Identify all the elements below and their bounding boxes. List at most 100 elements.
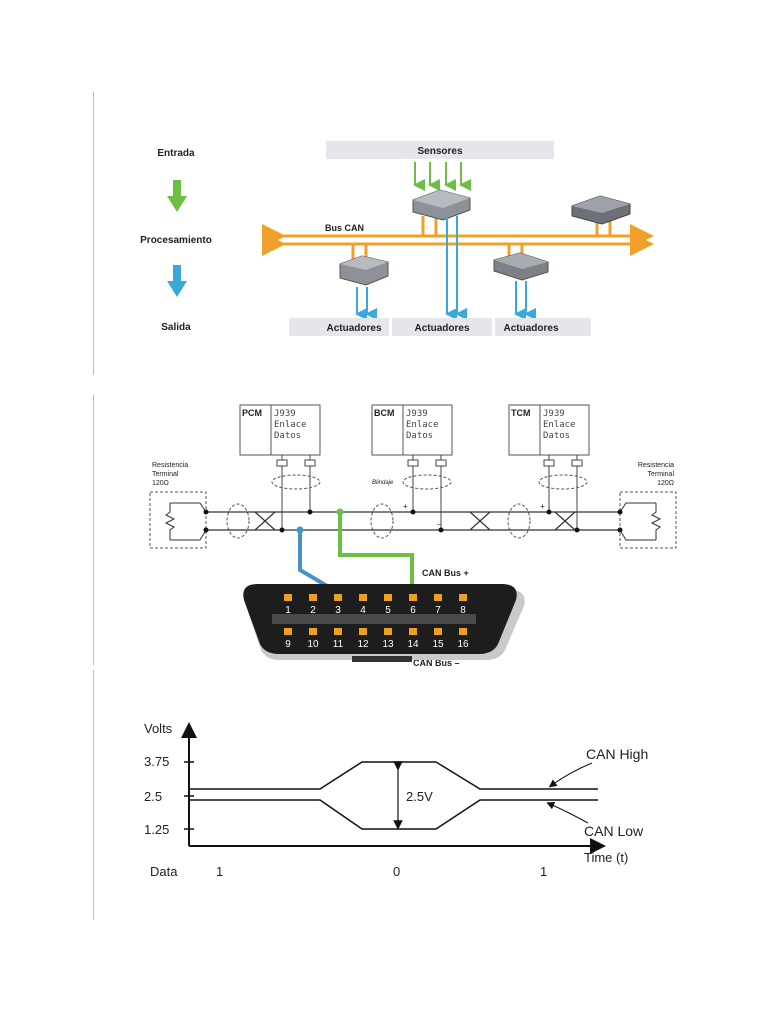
- obd-pin-6: [409, 594, 417, 601]
- shield-label: Blindaje: [372, 480, 394, 486]
- obd-pin-label-9: 9: [285, 639, 291, 650]
- y-tick-marks: [184, 761, 194, 830]
- left-margin-line-top: [93, 92, 94, 375]
- sensors-label: Sensores: [417, 146, 462, 157]
- module-tcm-name: TCM: [511, 408, 531, 418]
- obd-pin-label-3: 3: [335, 605, 341, 616]
- can-high-junction: [336, 508, 344, 516]
- obd-pin-14: [409, 628, 417, 635]
- y-tick-3-75: 3.75: [144, 754, 169, 769]
- obd-pin-15: [434, 628, 442, 635]
- terminal-left-line3: 120Ω: [152, 480, 169, 487]
- differential-label: 2.5V: [406, 789, 433, 804]
- actuator-bar-2: [392, 318, 492, 336]
- terminal-right-line2: Terminal: [648, 471, 675, 478]
- module-bcm-line2: Enlace: [406, 420, 439, 430]
- obd-pin-11: [334, 628, 342, 635]
- obd-pin-label-1: 1: [285, 605, 291, 616]
- obd-pin-13: [384, 628, 392, 635]
- plus-sign-right: +: [540, 502, 545, 511]
- obd-pin-label-2: 2: [310, 605, 316, 616]
- data-bit-1b: 1: [540, 864, 547, 879]
- twisted-pair-bus: [205, 511, 620, 531]
- terminal-left-line2: Terminal: [152, 471, 179, 478]
- ecu-module-sensor-hub: [412, 189, 471, 221]
- actuator-label-3: Actuadores: [503, 323, 558, 334]
- left-margin-line-bottom: [93, 670, 94, 920]
- module-pcm-line1: J939: [274, 409, 296, 419]
- module-tcm-line2: Enlace: [543, 420, 576, 430]
- can-bus-lines: [262, 224, 654, 256]
- ecu-drop-lines: [351, 216, 612, 262]
- wiring-diagram: PCM J939 Enlace Datos BCM J939 Enlace Da…: [149, 404, 677, 668]
- minus-sign: –: [437, 520, 442, 529]
- terminal-left-line1: Resistencia: [152, 462, 188, 469]
- obd-pin-3: [334, 594, 342, 601]
- obd-pin-label-4: 4: [360, 605, 366, 616]
- label-salida: Salida: [161, 322, 191, 333]
- plus-sign: +: [403, 502, 408, 511]
- obd-pin-4: [359, 594, 367, 601]
- can-high-pointer: [548, 762, 593, 788]
- data-bit-1: 1: [216, 864, 223, 879]
- obd-pin-label-10: 10: [307, 639, 319, 650]
- actuator-label-2: Actuadores: [414, 323, 469, 334]
- terminal-right-line1: Resistencia: [638, 462, 674, 469]
- blue-down-arrow-icon: [167, 265, 187, 297]
- can-high-signal: [189, 761, 598, 790]
- x-axis-label: Time (t): [584, 850, 628, 865]
- can-voltage-diagram: Volts 3.75 2.5 1.25 2.5V CAN High CAN Lo…: [144, 721, 648, 879]
- terminal-resistor-right: [617, 491, 677, 549]
- actuator-output-arrows: [355, 216, 536, 320]
- obd-pin-label-12: 12: [357, 639, 369, 650]
- y-tick-1-25: 1.25: [144, 822, 169, 837]
- terminal-resistor-left: [149, 491, 209, 549]
- can-low-label: CAN Low: [584, 823, 644, 839]
- can-high-label: CAN High: [586, 746, 648, 762]
- can-high-wire: [338, 512, 414, 604]
- obd-pin-label-13: 13: [382, 639, 394, 650]
- module-bcm-line3: Datos: [406, 431, 433, 441]
- can-low-pointer: [546, 801, 589, 824]
- y-axis-label: Volts: [144, 721, 173, 736]
- can-low-signal: [189, 799, 598, 830]
- obd-pin-10: [309, 628, 317, 635]
- data-bit-0: 0: [393, 864, 400, 879]
- module-bcm-line1: J939: [406, 409, 428, 419]
- obd-pin-1: [284, 594, 292, 601]
- ecu-module-center-right: [493, 252, 549, 281]
- obd-pin-2: [309, 594, 317, 601]
- label-procesamiento: Procesamiento: [140, 235, 212, 246]
- twisted-pair-ellipses: [226, 474, 588, 539]
- label-entrada: Entrada: [157, 148, 195, 159]
- green-down-arrow-icon: [167, 180, 187, 212]
- obd-connector: [243, 584, 525, 662]
- obd-pin-label-11: 11: [333, 639, 344, 650]
- obd-pin-9: [284, 628, 292, 635]
- module-pcm: PCM J939 Enlace Datos: [239, 404, 321, 456]
- obd-pin-label-14: 14: [407, 639, 419, 650]
- obd-pin-label-7: 7: [435, 605, 441, 616]
- sensor-input-arrows: [413, 162, 471, 191]
- obd-pin-5: [384, 594, 392, 601]
- left-margin-line-middle: [93, 395, 94, 665]
- actuator-label-1: Actuadores: [326, 323, 381, 334]
- terminal-right-line3: 120Ω: [657, 480, 674, 487]
- obd-pin-label-5: 5: [385, 605, 391, 616]
- can-bus-plus-label: CAN Bus +: [422, 568, 469, 578]
- bus-junction-dots: [279, 509, 580, 533]
- bus-can-label: Bus CAN: [325, 223, 364, 233]
- module-bcm: BCM J939 Enlace Datos: [371, 404, 453, 456]
- can-network-diagram: Entrada Procesamiento Salida Sensores Bu…: [140, 141, 654, 336]
- y-tick-2-5: 2.5: [144, 789, 162, 804]
- obd-pin-label-15: 15: [432, 639, 444, 650]
- obd-pin-12: [359, 628, 367, 635]
- module-pcm-line2: Enlace: [274, 420, 307, 430]
- obd-pin-16: [459, 628, 467, 635]
- can-bus-minus-label: CAN Bus –: [413, 658, 460, 668]
- obd-pin-label-16: 16: [457, 639, 469, 650]
- data-label: Data: [150, 864, 178, 879]
- module-bcm-name: BCM: [374, 408, 395, 418]
